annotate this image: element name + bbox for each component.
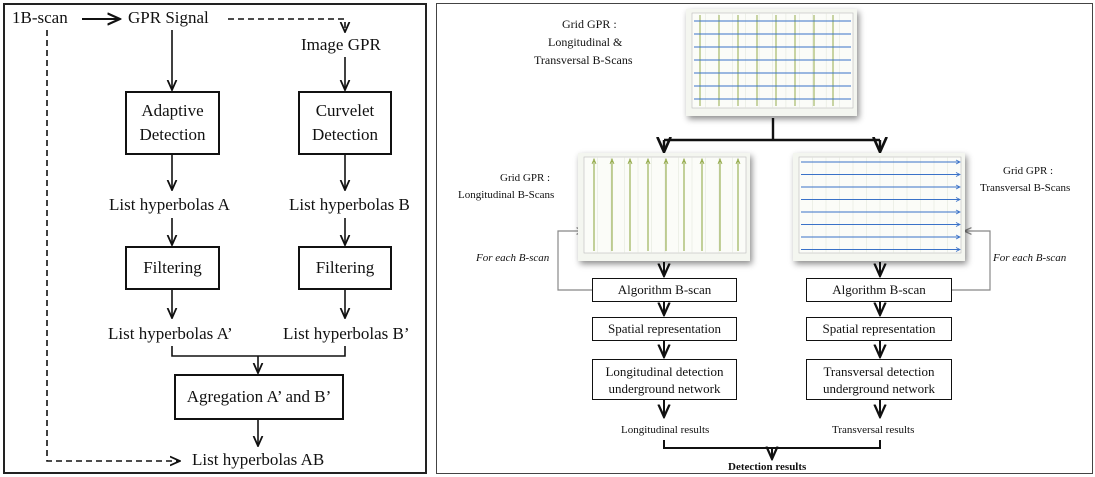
scan-arrowhead	[955, 247, 961, 252]
adaptive-line2: Detection	[139, 125, 206, 144]
grid-title-line2: Longitudinal &	[548, 35, 623, 49]
filtering-a-label: Filtering	[143, 258, 202, 277]
right-flowchart-panel	[436, 3, 1093, 474]
filtering-a-box: Filtering	[125, 246, 220, 290]
aggregation-label: Agregation A’ and B’	[186, 387, 332, 406]
scan-arrowhead	[955, 222, 961, 227]
spatial-right-label: Spatial representation	[822, 321, 936, 336]
list-hyperbolas-ab: List hyperbolas AB	[192, 450, 325, 469]
grid-combined-thumbnail	[686, 9, 857, 116]
grid-long-line1: Grid GPR :	[500, 172, 551, 184]
trans-det-line1: Transversal detection	[823, 363, 935, 379]
filtering-b-label: Filtering	[315, 258, 375, 277]
scan-arrowhead	[699, 157, 705, 165]
bscan-label: 1B-scan	[12, 8, 68, 27]
scan-arrowhead	[955, 184, 961, 190]
algorithm-right-label: Algorithm B-scan	[832, 282, 926, 297]
grid-trans-line1: Grid GPR :	[1003, 165, 1054, 177]
list-hyperbolas-b-prime: List hyperbolas B’	[283, 324, 410, 343]
grid-longitudinal-thumbnail	[578, 153, 750, 261]
dashed-arrow-bscan-to-ab	[46, 30, 180, 461]
grid-title-line1: Grid GPR :	[562, 17, 617, 31]
feedback-loop-left	[557, 231, 592, 291]
scan-arrowhead	[663, 157, 669, 165]
curvelet-line2: Detection	[311, 125, 379, 144]
scan-arrowhead	[645, 157, 651, 165]
scan-arrowhead	[717, 157, 723, 165]
longitudinal-results-label: Longitudinal results	[621, 424, 710, 436]
scan-arrowhead	[609, 157, 615, 165]
scan-arrowhead	[627, 157, 633, 165]
adaptive-detection-box: Adaptive Detection	[125, 91, 220, 155]
long-det-line2: underground network	[608, 380, 721, 396]
curvelet-line1: Curvelet	[315, 101, 375, 120]
spatial-left-box: Spatial representation	[592, 317, 737, 341]
aggregation-box: Agregation A’ and B’	[174, 374, 344, 420]
grid-transversal-thumbnail	[793, 153, 965, 261]
adaptive-line1: Adaptive	[141, 101, 204, 120]
trans-det-line2: underground network	[822, 380, 936, 396]
gpr-signal-label: GPR Signal	[128, 8, 209, 27]
scan-arrowhead	[955, 172, 961, 177]
filtering-b-box: Filtering	[298, 246, 392, 290]
scan-arrowhead	[681, 157, 687, 165]
list-hyperbolas-b: List hyperbolas B	[289, 195, 410, 214]
scan-arrowhead	[955, 159, 961, 165]
grid-title-line3: Transversal B-Scans	[534, 53, 633, 67]
algorithm-left-label: Algorithm B-scan	[617, 282, 712, 297]
list-hyperbolas-a-prime: List hyperbolas A’	[108, 324, 233, 343]
feedback-loop-right	[952, 231, 991, 291]
grid-trans-line2: Transversal B-Scans	[980, 182, 1071, 194]
grid-long-line2: Longitudinal B-Scans	[458, 189, 555, 201]
spatial-right-box: Spatial representation	[806, 317, 952, 341]
list-hyperbolas-a: List hyperbolas A	[109, 195, 230, 214]
spatial-left-label: Spatial representation	[608, 321, 721, 336]
scan-arrowhead	[735, 157, 741, 165]
scan-arrowhead	[955, 209, 961, 215]
curvelet-detection-box: Curvelet Detection	[298, 91, 392, 155]
scan-arrowhead	[955, 234, 961, 240]
transversal-results-label: Transversal results	[832, 424, 915, 436]
scan-arrowhead	[955, 197, 961, 202]
transversal-detection-box: Transversal detection underground networ…	[806, 359, 952, 400]
dashed-arrow-signal-to-image	[228, 18, 345, 32]
long-det-line1: Longitudinal detection	[605, 363, 724, 379]
algorithm-bscan-right-box: Algorithm B-scan	[806, 278, 952, 302]
scan-arrowhead	[591, 157, 597, 165]
algorithm-bscan-left-box: Algorithm B-scan	[592, 278, 737, 302]
detection-results-label: Detection results	[728, 461, 807, 473]
for-each-bscan-right: For each B-scan	[993, 252, 1067, 264]
longitudinal-detection-box: Longitudinal detection underground netwo…	[592, 359, 737, 400]
for-each-bscan-left: For each B-scan	[476, 252, 550, 264]
image-gpr-label: Image GPR	[301, 35, 381, 54]
